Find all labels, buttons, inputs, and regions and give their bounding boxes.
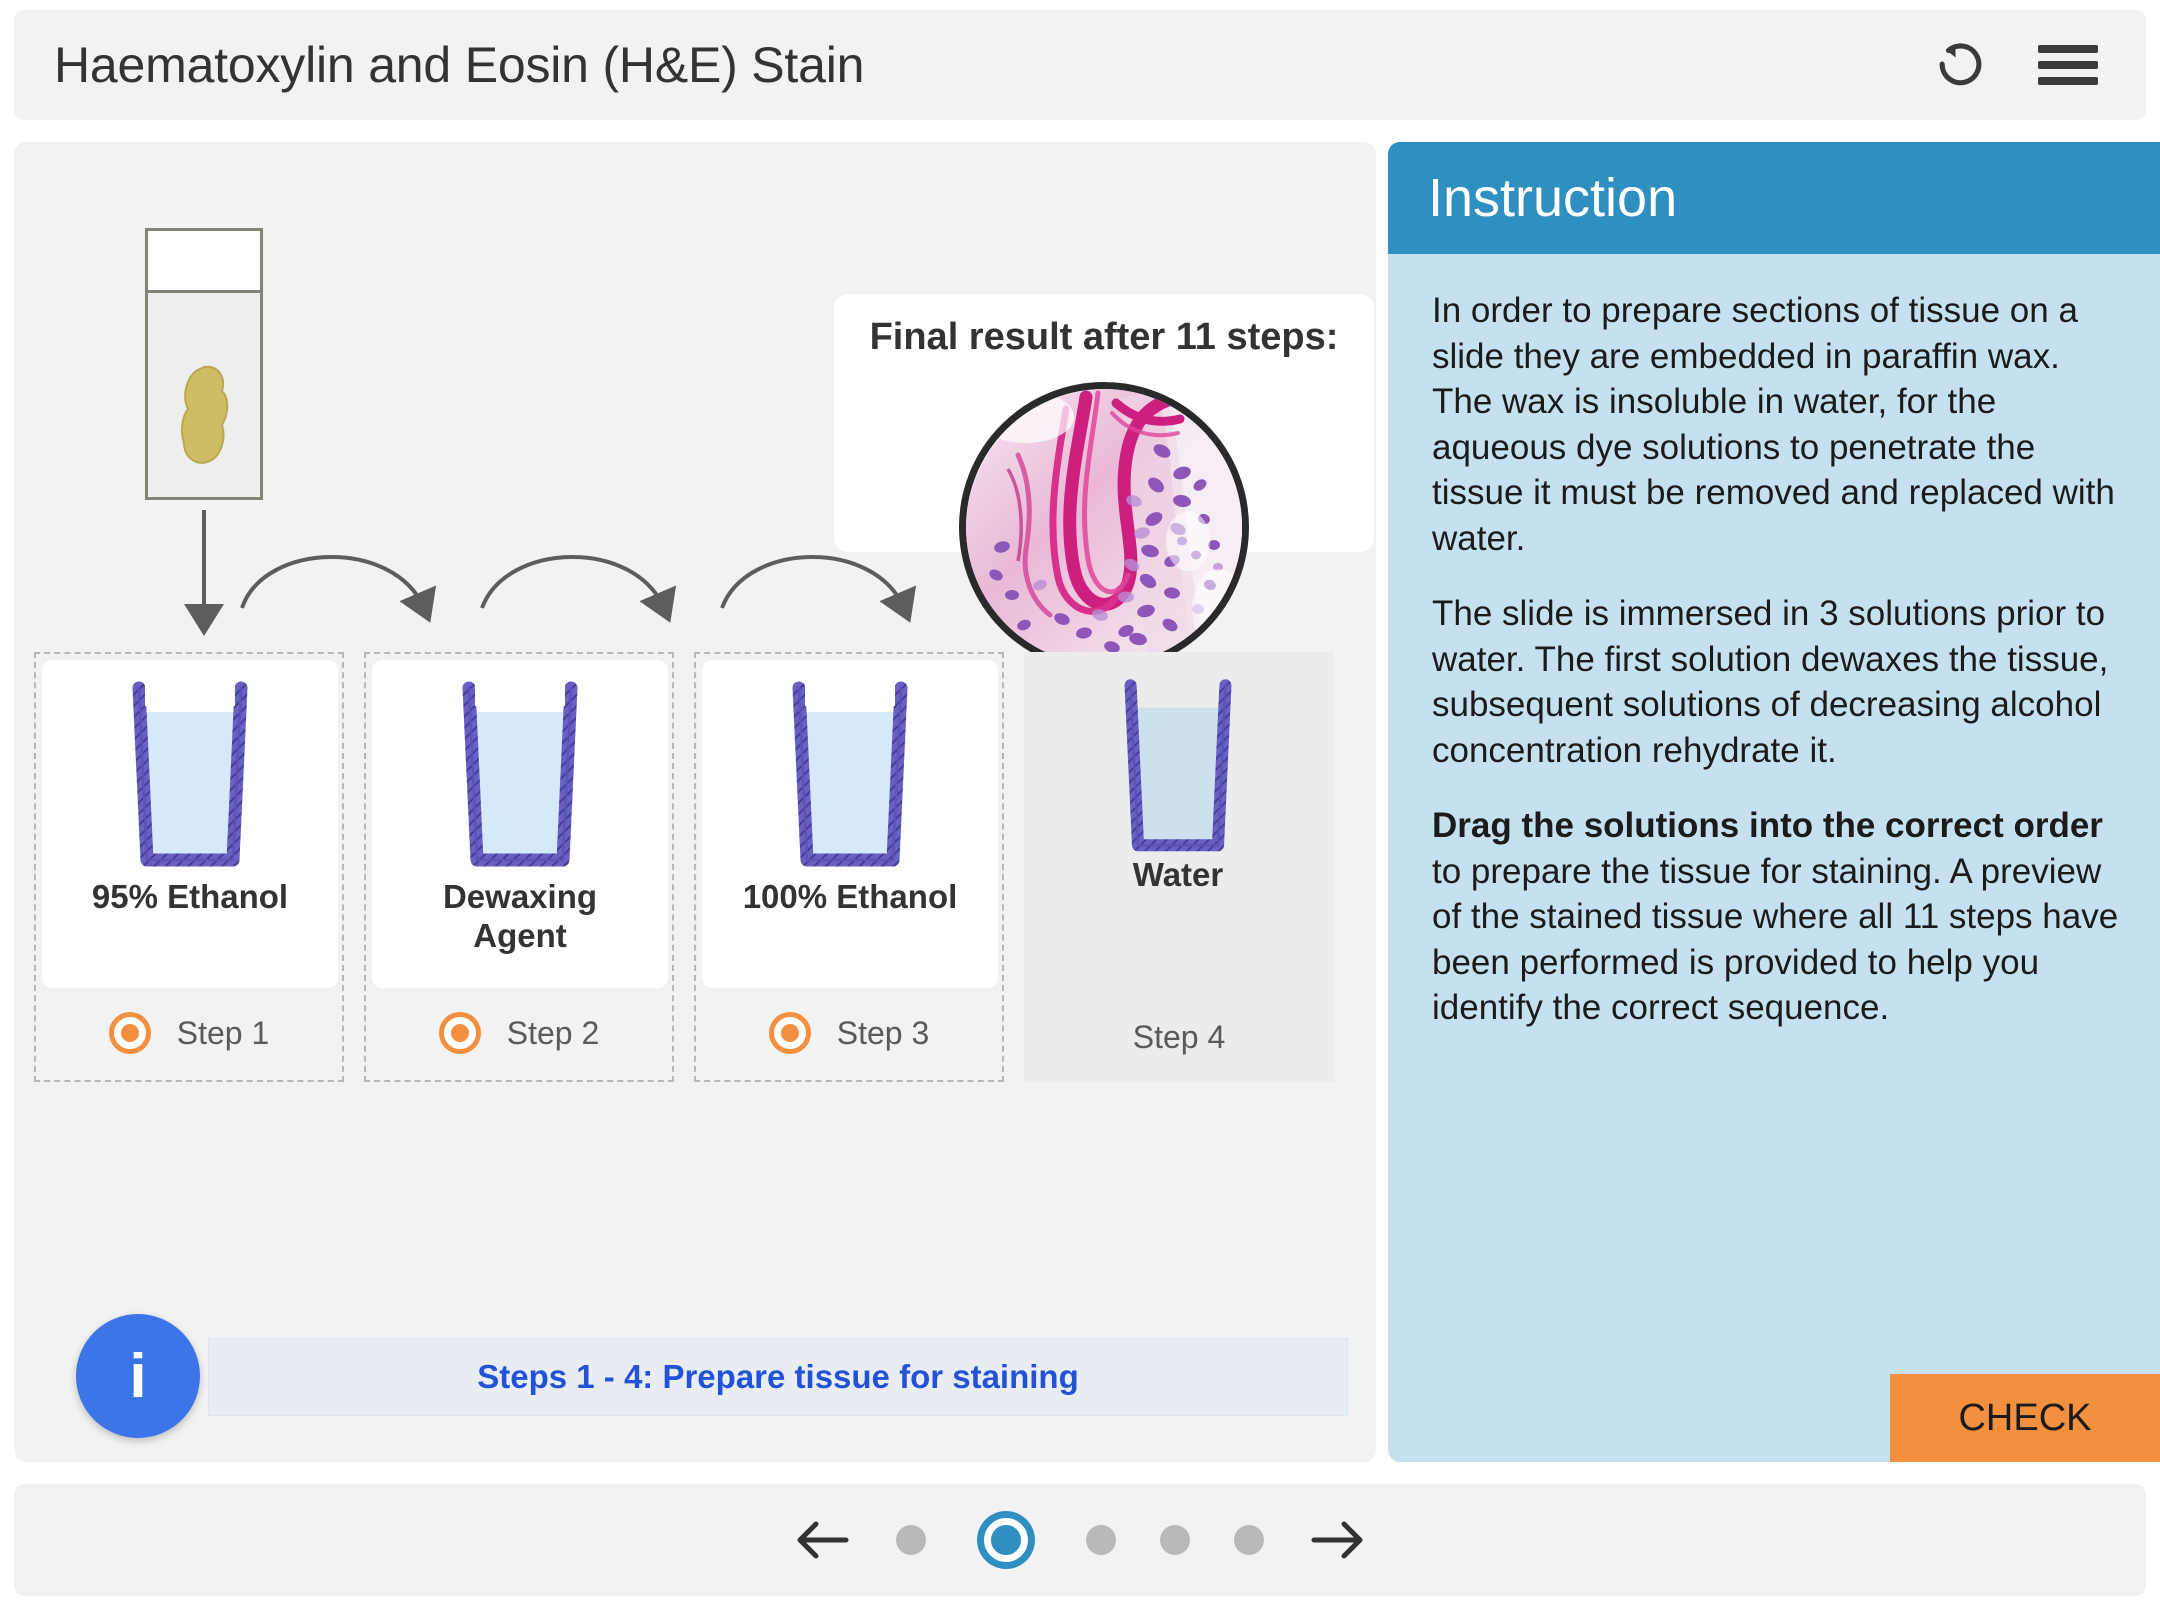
solution-card-1[interactable]: 95% Ethanol: [42, 660, 338, 988]
solution-sequence-row: 95% Ethanol Step 1: [34, 652, 1364, 1082]
step-indicator-1: Step 1: [36, 1012, 342, 1054]
info-icon[interactable]: i: [76, 1314, 200, 1438]
final-result-title: Final result after 11 steps:: [869, 316, 1339, 358]
bottom-navigation: [14, 1484, 2146, 1596]
beaker-icon-4: [1030, 676, 1326, 862]
instruction-panel: Instruction In order to prepare sections…: [1388, 142, 2160, 1462]
step-indicator-2: Step 2: [366, 1012, 672, 1054]
arrow-left-icon[interactable]: [792, 1516, 852, 1564]
instruction-paragraph-1: In order to prepare sections of tissue o…: [1432, 291, 2115, 558]
solution-label-1: 95% Ethanol: [91, 878, 289, 915]
step-indicator-3: Step 3: [696, 1012, 1002, 1054]
stained-tissue-micrograph: [959, 382, 1249, 672]
info-icon-glyph: i: [129, 1341, 147, 1411]
pagination-dot-4[interactable]: [1160, 1525, 1190, 1555]
solution-card-2[interactable]: Dewaxing Agent: [372, 660, 668, 988]
pagination-dot-1[interactable]: [896, 1525, 926, 1555]
step-radio-dot-3: [780, 1024, 799, 1042]
instruction-body: In order to prepare sections of tissue o…: [1388, 254, 2160, 1031]
pagination-controls: [792, 1516, 1368, 1564]
pagination-dot-2-active[interactable]: [984, 1518, 1028, 1562]
step-info-banner: Steps 1 - 4: Prepare tissue for staining: [208, 1338, 1348, 1416]
solution-label-4: Water: [1132, 856, 1224, 893]
beaker-icon-1: [42, 678, 338, 878]
solution-card-3[interactable]: 100% Ethanol: [702, 660, 998, 988]
check-button[interactable]: CHECK: [1890, 1374, 2160, 1462]
instruction-header: Instruction: [1388, 142, 2160, 254]
step-radio-3[interactable]: [768, 1012, 811, 1054]
final-result-card: Final result after 11 steps:: [834, 294, 1374, 672]
step-indicator-4: Step 4: [1024, 1019, 1334, 1056]
page-title: Haematoxylin and Eosin (H&E) Stain: [54, 37, 865, 93]
solution-card-4: Water: [1030, 658, 1326, 986]
instruction-paragraph-2: The slide is immersed in 3 solutions pri…: [1432, 594, 2109, 770]
drop-slot-step-2[interactable]: Dewaxing Agent Step 2: [364, 652, 674, 1082]
app-header: Haematoxylin and Eosin (H&E) Stain: [14, 10, 2146, 120]
step-radio-2[interactable]: [438, 1012, 481, 1054]
step-radio-dot-2: [450, 1024, 469, 1042]
drop-slot-step-1[interactable]: 95% Ethanol Step 1: [34, 652, 344, 1082]
solution-label-3: 100% Ethanol: [742, 878, 958, 915]
solution-label-2-line2: Agent: [473, 916, 567, 954]
instruction-paragraph-3-bold: Drag the solutions into the correct orde…: [1432, 806, 2103, 845]
instruction-heading: Instruction: [1428, 168, 1678, 228]
slide-frosted-end: [148, 231, 260, 293]
solution-label-2: Dewaxing Agent: [382, 878, 658, 956]
step-label-2: Step 2: [506, 1014, 600, 1051]
pagination-dot-3[interactable]: [1086, 1525, 1116, 1555]
tissue-sample-icon: [180, 365, 229, 464]
solution-label-2-line1: Dewaxing: [442, 878, 598, 915]
instruction-paragraph-3: Drag the solutions into the correct orde…: [1432, 803, 2120, 1031]
beaker-icon-2: [372, 678, 668, 878]
step-label-3: Step 3: [836, 1014, 930, 1051]
fixed-slot-step-4: Water Step 4: [1024, 652, 1334, 1082]
step-label-4: Step 4: [1132, 1019, 1226, 1055]
arrow-right-icon[interactable]: [1308, 1516, 1368, 1564]
step-radio-dot-1: [120, 1024, 139, 1042]
slide-body: [148, 293, 260, 497]
step-info-text: Steps 1 - 4: Prepare tissue for staining: [477, 1358, 1079, 1395]
step-label-1: Step 1: [176, 1014, 270, 1051]
step-radio-1[interactable]: [108, 1012, 151, 1054]
microscope-slide: [145, 228, 263, 500]
beaker-icon-3: [702, 678, 998, 878]
header-actions: [1932, 36, 2100, 94]
drop-slot-step-3[interactable]: 100% Ethanol Step 3: [694, 652, 1004, 1082]
hamburger-menu-icon[interactable]: [2036, 41, 2100, 89]
reset-rotate-icon[interactable]: [1932, 36, 1990, 94]
pagination-dot-5[interactable]: [1234, 1525, 1264, 1555]
instruction-paragraph-3-rest: to prepare the tissue for staining. A pr…: [1432, 851, 2119, 1028]
workspace-panel: Final result after 11 steps:: [14, 142, 1376, 1462]
